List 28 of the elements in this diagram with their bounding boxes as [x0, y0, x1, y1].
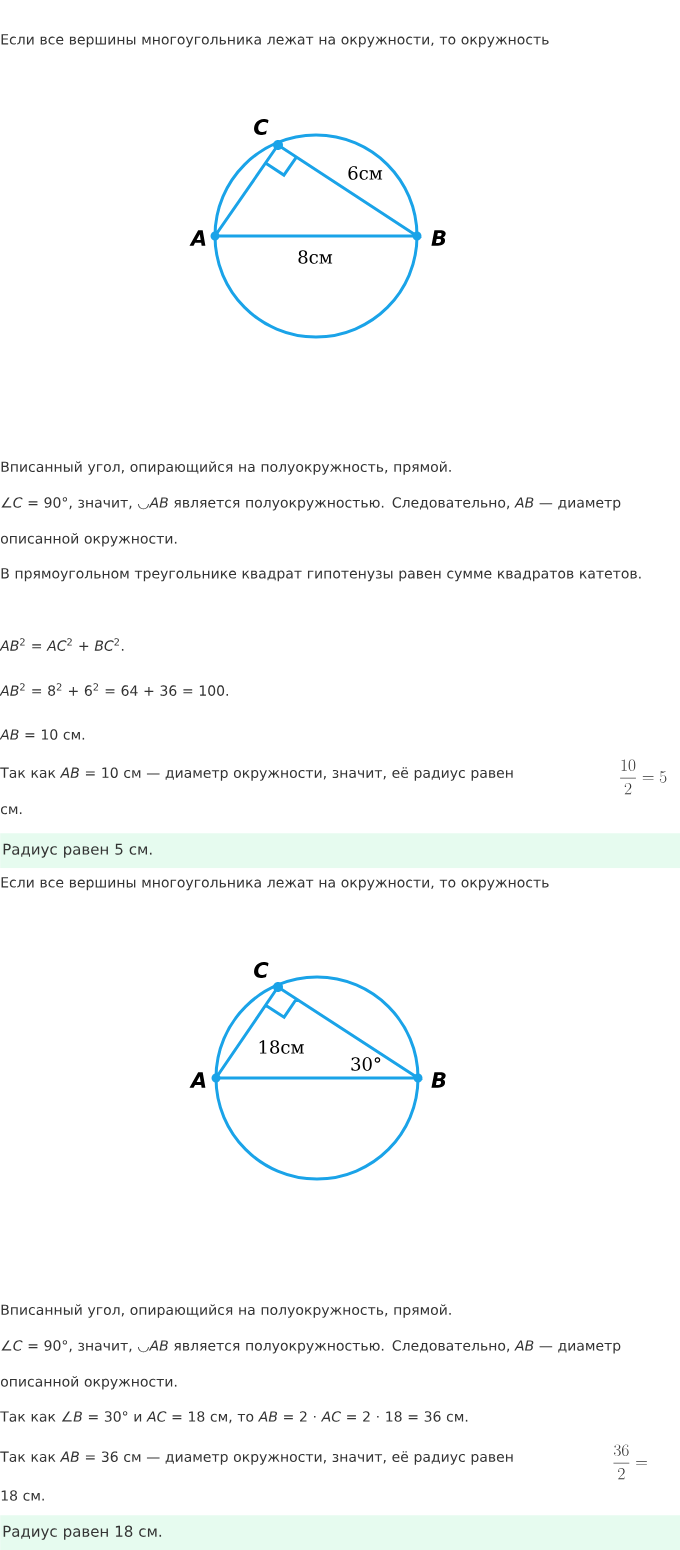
- text-line: AB = 10 см.: [0, 729, 85, 740]
- text-line: ∠C = 90°, значит, ◡AB является полуокружностью. Следовательно, AB — диаметр описанной окружности.: [0, 1340, 621, 1390]
- measure-label: 8см: [298, 250, 333, 264]
- fraction-formula: $\frac{10}{2}=5$: [620, 759, 667, 795]
- vertex-label: C: [254, 119, 269, 135]
- text-line: Так как AB = 10 см — диаметр окружности, значит, её радиус равен: [0, 767, 513, 781]
- text-line: ∠C = 90°, значит, ◡AB является полуокружностью. Следовательно, AB — диаметр описанной окружности.: [0, 497, 621, 547]
- vertex-label: A: [189, 1072, 206, 1088]
- text-line: Если все вершины многоугольника лежат на окружности, то окружность: [1, 34, 549, 48]
- text-line: В прямоугольном треугольнике квадрат гипотенузы равен сумме квадратов катетов.: [1, 568, 641, 582]
- text-line: Вписанный угол, опирающийся на полуокружность, прямой.: [1, 1304, 451, 1318]
- vertex-label: A: [189, 230, 206, 246]
- measure-label: 6см: [348, 166, 383, 180]
- measure-label: 18см: [259, 1040, 304, 1054]
- text-line: см.: [0, 806, 22, 815]
- answer-box: Радиус равен 5 см.: [0, 833, 680, 869]
- vertex-label: B: [431, 230, 446, 246]
- text-line: Так как ∠B = 30° и AC = 18 см, то AB = 2 · AC = 2 · 18 = 36 см.: [0, 1411, 468, 1424]
- answer-box: Радиус равен 18 см.: [0, 1515, 680, 1550]
- text-line: AB$^{2}$ = 8$^{2}$ + 6$^{2}$ = 64 + 36 = 100.: [0, 683, 228, 696]
- measure-label: 30°: [351, 1057, 381, 1071]
- text-line: 18 см.: [1, 1490, 44, 1501]
- fraction-formula: $\frac{36}{2}=$: [613, 1444, 647, 1480]
- text-line: Вписанный угол, опирающийся на полуокружность, прямой.: [1, 461, 451, 475]
- vertex-label: C: [254, 962, 269, 978]
- text-line: Так как AB = 36 см — диаметр окружности, значит, её радиус равен: [0, 1451, 513, 1465]
- text-line: AB$^{2}$ = AC$^{2}$ + BC$^{2}$.: [0, 638, 124, 651]
- vertex-label: B: [431, 1072, 446, 1088]
